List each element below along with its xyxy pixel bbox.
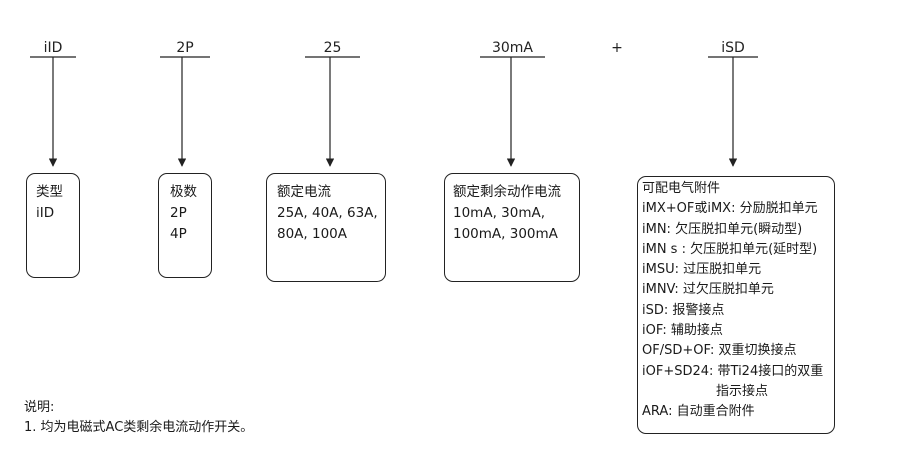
box-type-item: iID [36, 205, 55, 221]
accessory-item: iSD: 报警接点 [642, 302, 725, 318]
label-type: iID [43, 40, 63, 56]
accessory-item: OF/SD+OF: 双重切换接点 [642, 343, 797, 359]
box-accessories: 可配电气附件 iMX+OF或iMX: 分励脱扣单元 iMN: 欠压脱扣单元(瞬动… [637, 176, 835, 434]
box-poles-item: 2P [170, 205, 187, 221]
accessory-item: iMSU: 过压脱扣单元 [642, 262, 762, 278]
accessory-item: iMN: 欠压脱扣单元(瞬动型) [642, 221, 803, 237]
box-rating-item: 80A, 100A [277, 226, 347, 242]
accessory-item: iMN s : 欠压脱扣单元(延时型) [642, 241, 818, 257]
label-accessory: iSD [721, 40, 745, 56]
box-rating-item: 25A, 40A, 63A, [277, 205, 378, 221]
box-sensitivity-item: 10mA, 30mA, [453, 205, 546, 221]
box-poles-title: 极数 [170, 184, 197, 200]
box-rating: 额定电流 25A, 40A, 63A, 80A, 100A [266, 173, 386, 282]
accessory-item: iMX+OF或iMX: 分励脱扣单元 [642, 201, 818, 217]
box-poles: 极数 2P 4P [158, 173, 212, 278]
box-poles-item: 4P [170, 226, 187, 242]
box-sensitivity-title: 额定剩余动作电流 [453, 184, 561, 200]
box-rating-title: 额定电流 [277, 184, 331, 200]
accessory-item: iOF: 辅助接点 [642, 323, 723, 339]
notes-line: 1. 均为电磁式AC类剩余电流动作开关。 [24, 420, 254, 435]
label-plus: + [611, 40, 623, 56]
box-sensitivity-item: 100mA, 300mA [453, 226, 558, 242]
box-type-title: 类型 [36, 184, 63, 200]
box-type: 类型 iID [26, 173, 80, 278]
label-rating: 25 [323, 40, 342, 56]
notes-heading: 说明: [24, 400, 55, 415]
accessory-item: ARA: 自动重合附件 [642, 404, 755, 420]
accessory-item: iMNV: 过欠压脱扣单元 [642, 282, 774, 298]
accessory-item-continued: 指示接点 [716, 383, 769, 399]
box-sensitivity: 额定剩余动作电流 10mA, 30mA, 100mA, 300mA [444, 173, 580, 282]
accessories-title: 可配电气附件 [642, 181, 721, 196]
accessory-item: iOF+SD24: 带Ti24接口的双重 [642, 363, 824, 379]
label-poles: 2P [176, 40, 194, 56]
label-sensitivity: 30mA [491, 40, 534, 56]
